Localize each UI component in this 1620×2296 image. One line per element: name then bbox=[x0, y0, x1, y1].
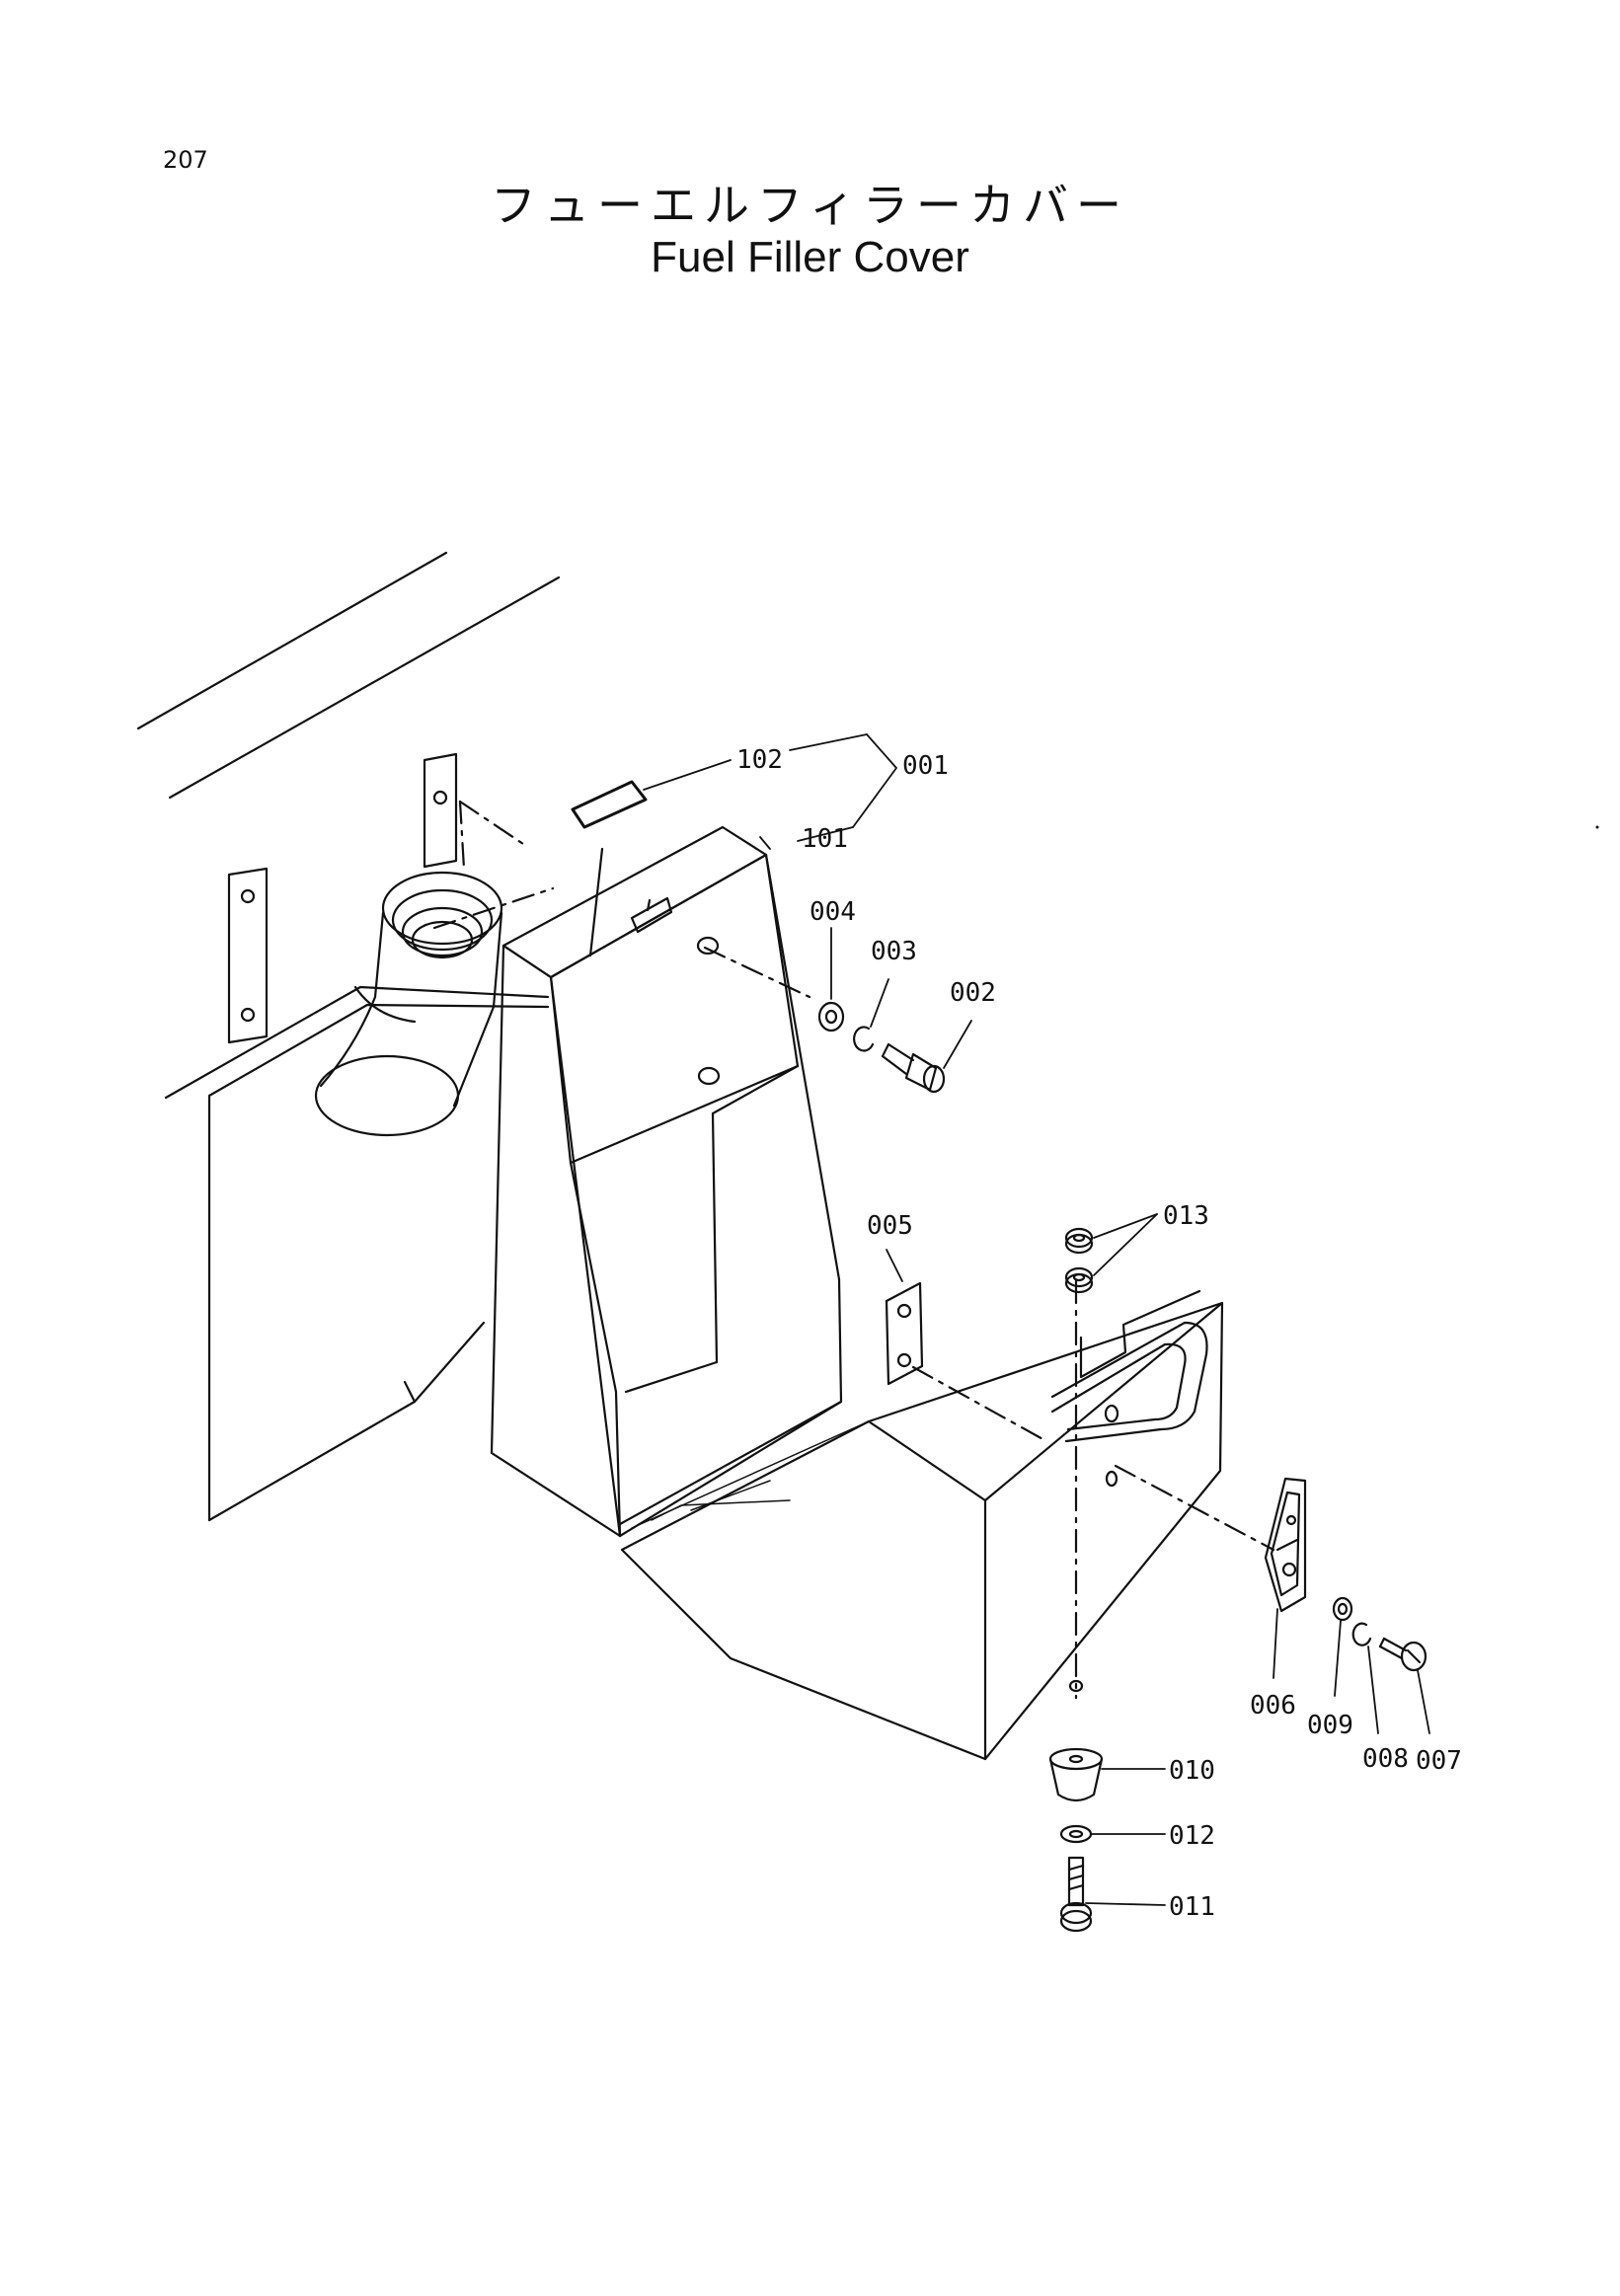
filler-neck-pipe bbox=[314, 871, 503, 1137]
callout-002: 002 bbox=[950, 978, 996, 1008]
callout-013: 013 bbox=[1163, 1201, 1209, 1231]
callout-001: 001 bbox=[902, 751, 949, 781]
part-009-washer bbox=[1332, 1596, 1353, 1622]
part-003-spring-washer bbox=[853, 1026, 875, 1052]
callout-005: 005 bbox=[867, 1211, 913, 1241]
callout-labels: 102 001 101 004 003 002 005 013 006 009 … bbox=[736, 745, 1462, 1922]
part-011-bolt bbox=[1059, 1856, 1093, 1933]
callout-008: 008 bbox=[1362, 1744, 1409, 1774]
part-004-washer bbox=[817, 1001, 845, 1033]
callout-012: 012 bbox=[1169, 1821, 1215, 1851]
machine-body-outline bbox=[136, 551, 561, 1522]
upper-bracket-plate bbox=[423, 752, 458, 869]
callout-010: 010 bbox=[1169, 1756, 1215, 1786]
part-008-spring-washer bbox=[1351, 1622, 1372, 1646]
part-007-screw bbox=[1378, 1637, 1427, 1672]
title-english: Fuel Filler Cover bbox=[651, 233, 969, 281]
part-005-bracket bbox=[885, 1281, 924, 1386]
callout-003: 003 bbox=[871, 937, 917, 966]
callout-009: 009 bbox=[1307, 1711, 1353, 1740]
stray-mark bbox=[1595, 825, 1599, 829]
callout-102: 102 bbox=[736, 745, 783, 775]
callout-007: 007 bbox=[1416, 1746, 1462, 1776]
callout-101: 101 bbox=[802, 824, 848, 854]
callout-011: 011 bbox=[1169, 1892, 1215, 1922]
lower-cover bbox=[620, 1289, 1224, 1761]
upper-cover bbox=[490, 825, 843, 1538]
part-002-bolt bbox=[881, 1042, 946, 1094]
callout-006: 006 bbox=[1250, 1691, 1296, 1721]
part-012-washer bbox=[1059, 1824, 1093, 1844]
page-number: 207 bbox=[163, 146, 208, 174]
part-006-latch bbox=[1264, 1477, 1307, 1613]
title-japanese: フューエルフィラーカバー bbox=[490, 179, 1130, 232]
label-plate bbox=[571, 780, 648, 829]
assembly-guide-lines bbox=[432, 800, 1275, 1700]
leader-lines bbox=[643, 733, 1430, 1906]
left-bracket-plate bbox=[227, 867, 269, 1044]
part-010-rubber-mount bbox=[1048, 1747, 1104, 1802]
callout-004: 004 bbox=[810, 897, 856, 927]
label-plate-leader bbox=[588, 847, 604, 957]
part-013-nuts bbox=[1064, 1227, 1094, 1294]
